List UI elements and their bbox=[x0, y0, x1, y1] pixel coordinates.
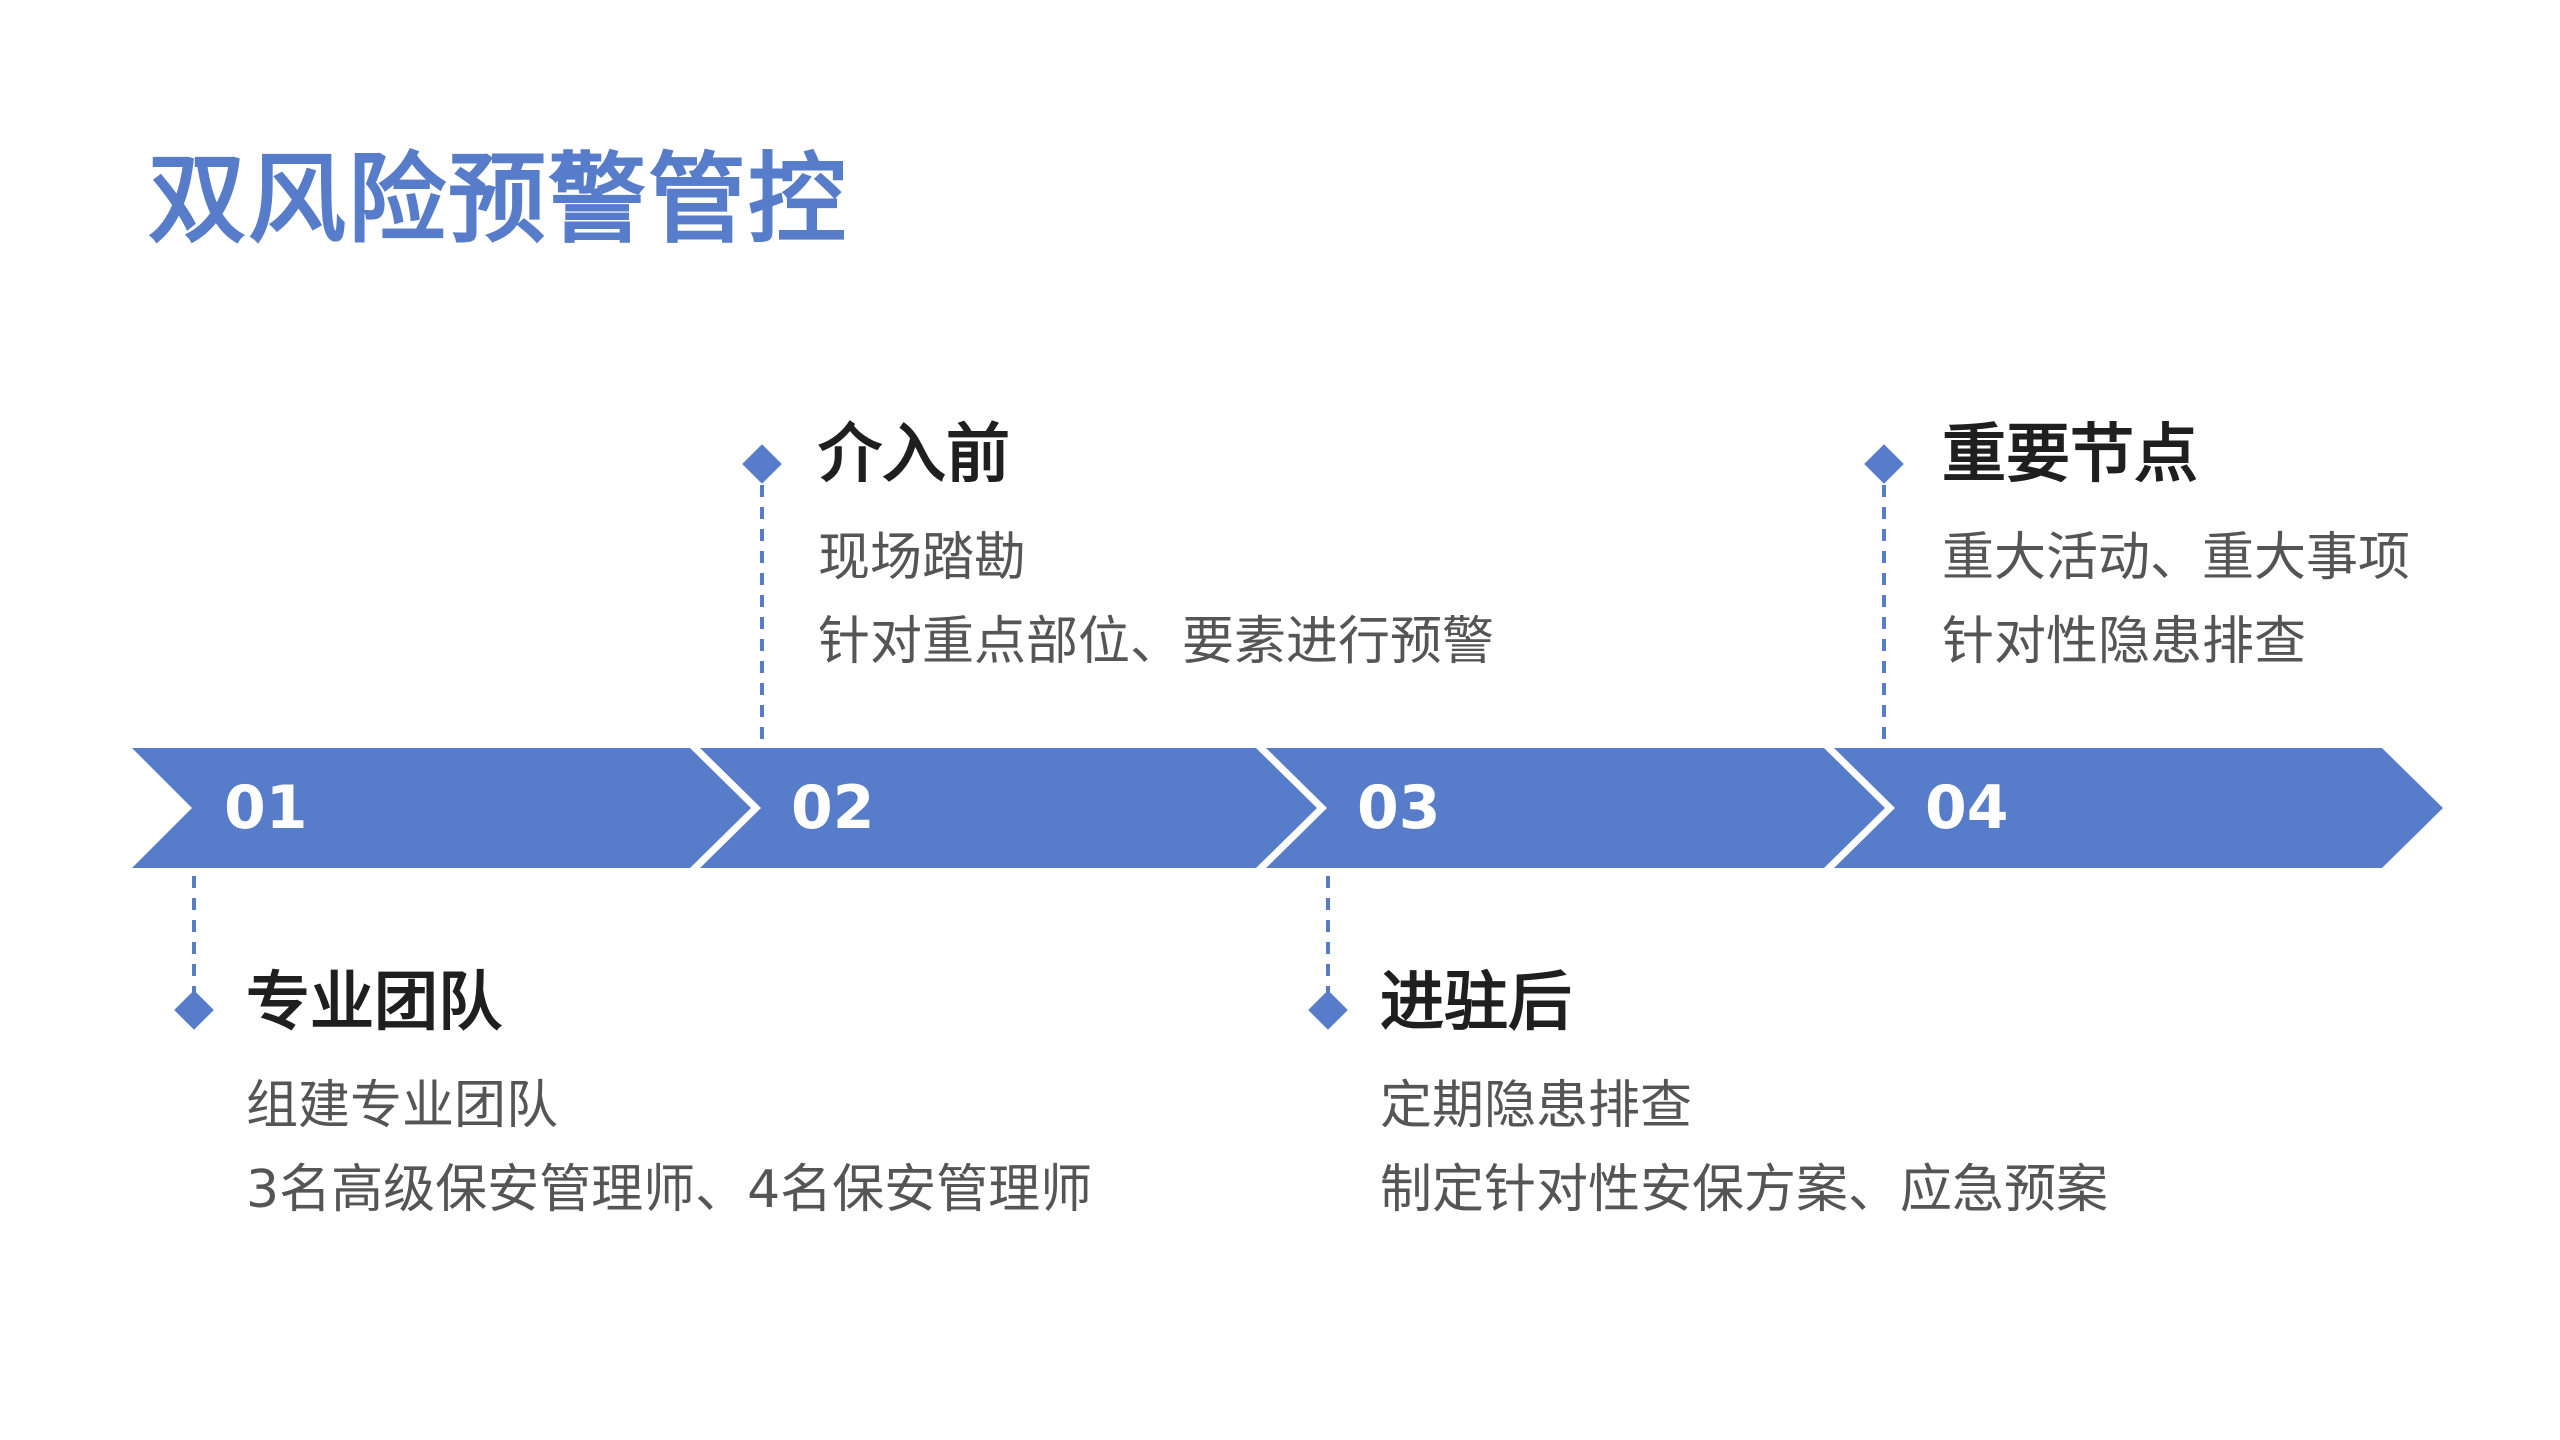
node-text-line: 3名高级保安管理师、4名保安管理师 bbox=[246, 1160, 1093, 1220]
node-text-line: 针对性隐患排查 bbox=[1942, 612, 2307, 672]
timeline-node-4: 重要节点 重大活动、重大事项 针对性隐患排查 bbox=[1942, 416, 2560, 684]
node-body: 组建专业团队 3名高级保安管理师、4名保安管理师 bbox=[246, 1064, 1246, 1232]
node-body: 定期隐患排查 制定针对性安保方案、应急预案 bbox=[1380, 1064, 2380, 1232]
timeline-node-2: 介入前 现场踏勘 针对重点部位、要素进行预警 bbox=[818, 416, 1818, 684]
node-text-line: 针对重点部位、要素进行预警 bbox=[818, 612, 1495, 672]
diamond-marker-3 bbox=[1308, 990, 1348, 1030]
node-title: 进驻后 bbox=[1380, 966, 1572, 1040]
node-text-line: 制定针对性安保方案、应急预案 bbox=[1380, 1160, 2109, 1220]
node-text-line: 组建专业团队 bbox=[246, 1076, 559, 1136]
step-number-3: 03 bbox=[1357, 773, 1441, 843]
diamond-marker-4 bbox=[1864, 444, 1904, 484]
diamond-marker-2 bbox=[742, 444, 782, 484]
node-text-line: 定期隐患排查 bbox=[1380, 1076, 1693, 1136]
timeline-node-3: 进驻后 定期隐患排查 制定针对性安保方案、应急预案 bbox=[1380, 964, 2380, 1232]
node-title: 介入前 bbox=[818, 418, 1010, 492]
node-title: 专业团队 bbox=[246, 966, 502, 1040]
node-text-line: 现场踏勘 bbox=[818, 528, 1027, 588]
chevron-segment-3 bbox=[1266, 748, 1885, 868]
node-text-line: 重大活动、重大事项 bbox=[1942, 528, 2411, 588]
page-title: 双风险预警管控 bbox=[148, 143, 849, 257]
step-number-4: 04 bbox=[1925, 773, 2009, 843]
chevron-segment-2 bbox=[700, 748, 1317, 868]
step-number-2: 02 bbox=[791, 773, 875, 843]
chevron-segment-4 bbox=[1834, 748, 2443, 868]
diamond-marker-1 bbox=[174, 990, 214, 1030]
step-number-1: 01 bbox=[224, 773, 308, 843]
node-body: 现场踏勘 针对重点部位、要素进行预警 bbox=[818, 516, 1818, 684]
node-title: 重要节点 bbox=[1942, 418, 2198, 492]
timeline-node-1: 专业团队 组建专业团队 3名高级保安管理师、4名保安管理师 bbox=[246, 964, 1246, 1232]
chevron-segment-1 bbox=[132, 748, 751, 868]
node-body: 重大活动、重大事项 针对性隐患排查 bbox=[1942, 516, 2560, 684]
